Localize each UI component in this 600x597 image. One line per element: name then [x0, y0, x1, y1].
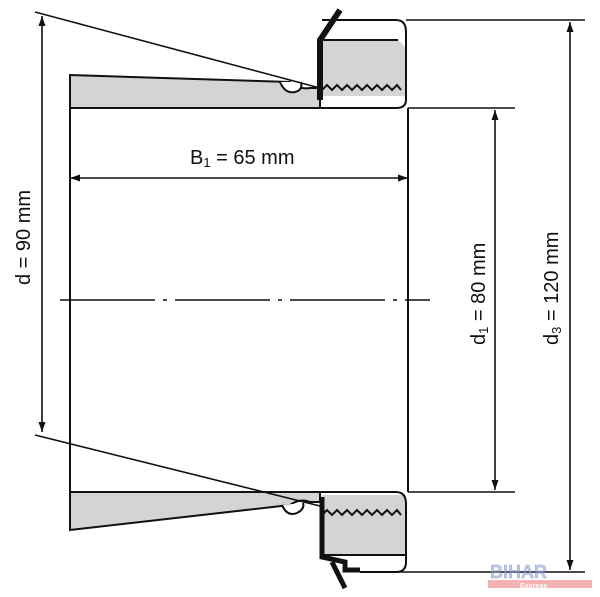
svg-text:Express: Express: [520, 583, 547, 590]
nut-top: [322, 40, 406, 96]
sleeve-bottom: [69, 491, 321, 532]
watermark: BIHAR Express: [488, 562, 592, 590]
svg-text:BIHAR: BIHAR: [490, 562, 547, 582]
sleeve-top: [69, 73, 321, 109]
label-B1: B1 = 65 mm: [190, 147, 295, 170]
lock-washer-top: [317, 8, 343, 100]
nut-bottom: [322, 495, 406, 555]
label-d3: d3 = 120 mm: [541, 232, 564, 345]
label-d1: d1 = 80 mm: [468, 243, 491, 345]
lock-washer-bottom: [319, 497, 360, 573]
label-d: d = 90 mm: [13, 190, 35, 285]
